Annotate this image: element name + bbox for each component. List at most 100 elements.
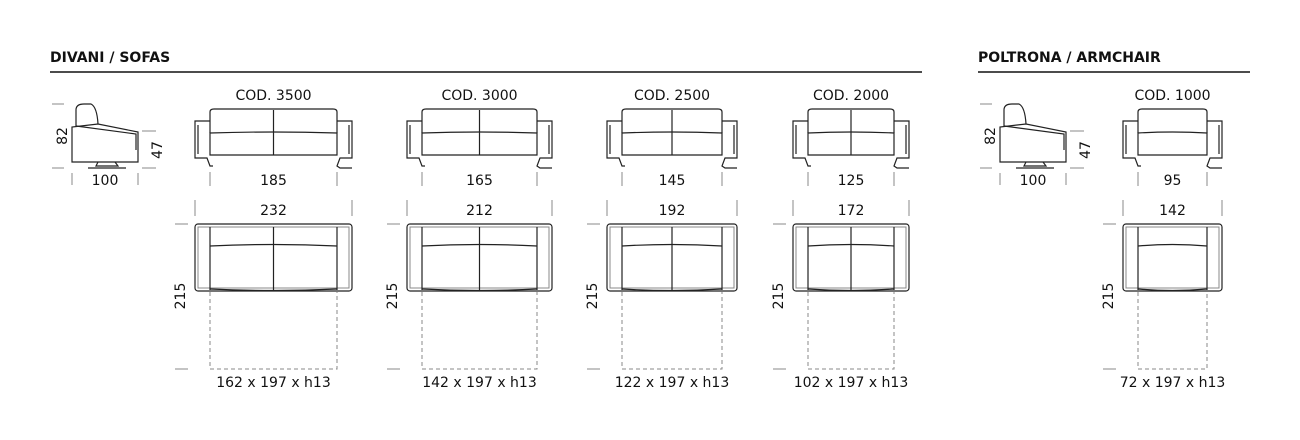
front-view: 145 — [606, 108, 738, 189]
left-arm-frame — [1122, 120, 1141, 167]
arms — [807, 227, 895, 290]
bed-size-label: 142 x 197 x h13 — [422, 375, 537, 391]
top-view: 172 215 102 x 197 x h13 — [771, 200, 910, 391]
back-cushions — [209, 108, 338, 133]
swivel-base — [88, 161, 126, 169]
back-line — [1137, 243, 1208, 247]
right-arm-frame — [1206, 120, 1223, 169]
front-view: 185 — [194, 108, 353, 189]
total-width-ticks — [606, 200, 738, 216]
bed-size-label: 102 x 197 x h13 — [794, 375, 909, 391]
bed-outline — [807, 292, 895, 370]
open-depth-dimension: 215 — [385, 283, 401, 310]
top-inner — [1125, 226, 1220, 289]
back-cushions — [621, 108, 723, 133]
front-view: 95 — [1122, 108, 1223, 189]
side-view: 82 47 100 — [52, 103, 166, 189]
left-arm-frame — [792, 120, 811, 167]
bed-outline — [1137, 292, 1208, 370]
total-width-dimension: 192 — [659, 203, 686, 219]
model-code: COD. 3500 — [235, 88, 311, 104]
front-edge — [1137, 288, 1208, 292]
front-width-dimension: 185 — [260, 173, 287, 189]
side-view: 82 47 100 — [980, 103, 1094, 189]
depth-ticks — [387, 223, 400, 370]
width-ticks — [807, 172, 895, 186]
width-ticks — [621, 172, 723, 186]
bed-outline — [209, 292, 338, 370]
total-width-dimension: 232 — [260, 203, 287, 219]
headrest — [75, 103, 99, 127]
seat-height-dimension: 47 — [150, 141, 166, 159]
bed-size-label: 162 x 197 x h13 — [216, 375, 331, 391]
width-ticks — [421, 172, 538, 186]
section-title-armchair: POLTRONA / ARMCHAIR — [978, 50, 1161, 66]
back-cushions — [807, 108, 895, 133]
open-depth-dimension: 215 — [1101, 283, 1117, 310]
depth-ticks — [773, 223, 786, 370]
seat — [1137, 131, 1208, 156]
open-depth-dimension: 215 — [585, 283, 601, 310]
side-view-outline — [999, 123, 1067, 163]
model-3000: COD. 3000 165 212 215 142 x 197 x h13 — [385, 88, 553, 391]
depth-ticks — [587, 223, 600, 370]
front-view: 165 — [406, 108, 553, 189]
width-ticks — [209, 172, 338, 186]
total-width-ticks — [792, 200, 910, 216]
front-width-dimension: 95 — [1164, 173, 1182, 189]
total-width-ticks — [194, 200, 353, 216]
arms — [209, 227, 338, 290]
swivel-base — [1016, 161, 1054, 169]
total-width-dimension: 172 — [838, 203, 865, 219]
front-width-dimension: 165 — [466, 173, 493, 189]
left-arm-frame — [406, 120, 425, 167]
left-arm-frame — [606, 120, 625, 167]
section-armchair: POLTRONA / ARMCHAIR — [978, 50, 1250, 73]
seat — [621, 131, 723, 156]
right-arm-frame — [536, 120, 553, 169]
bed-outline — [421, 292, 538, 370]
bed-outline — [621, 292, 723, 370]
depth-ticks — [1103, 223, 1116, 370]
model-code: COD. 2500 — [634, 88, 710, 104]
seat-line — [1003, 125, 1065, 150]
height-dimension: 82 — [55, 127, 71, 145]
width-ticks — [1137, 172, 1208, 186]
open-depth-dimension: 215 — [771, 283, 787, 310]
front-edge — [209, 288, 338, 292]
seat — [807, 131, 895, 156]
total-width-ticks — [406, 200, 553, 216]
bed-size-label: 122 x 197 x h13 — [615, 375, 730, 391]
model-code: COD. 3000 — [441, 88, 517, 104]
arms — [421, 227, 538, 290]
bed-size-label: 72 x 197 x h13 — [1120, 375, 1226, 391]
side-view-outline — [71, 123, 139, 163]
front-edge — [621, 288, 723, 292]
back-cushions — [1137, 108, 1208, 133]
seat-height-dimension: 47 — [1078, 141, 1094, 159]
total-width-dimension: 212 — [466, 203, 493, 219]
front-width-dimension: 125 — [838, 173, 865, 189]
top-view: 212 215 142 x 197 x h13 — [385, 200, 553, 391]
front-edge — [807, 288, 895, 292]
seat — [209, 131, 338, 156]
model-2500: COD. 2500 145 192 215 122 x 197 x h13 — [585, 88, 738, 391]
arms — [1137, 227, 1208, 290]
dimension-lines — [52, 103, 156, 185]
front-view: 125 — [792, 108, 910, 189]
section-title-sofas: DIVANI / SOFAS — [50, 50, 170, 66]
depth-dimension: 100 — [1020, 173, 1047, 189]
depth-dimension: 100 — [92, 173, 119, 189]
total-width-ticks — [1122, 200, 1223, 216]
dimension-lines — [980, 103, 1084, 185]
arms — [621, 227, 723, 290]
top-view: 192 215 122 x 197 x h13 — [585, 200, 738, 391]
height-dimension: 82 — [983, 127, 999, 145]
front-width-dimension: 145 — [659, 173, 686, 189]
headrest — [1003, 103, 1027, 127]
